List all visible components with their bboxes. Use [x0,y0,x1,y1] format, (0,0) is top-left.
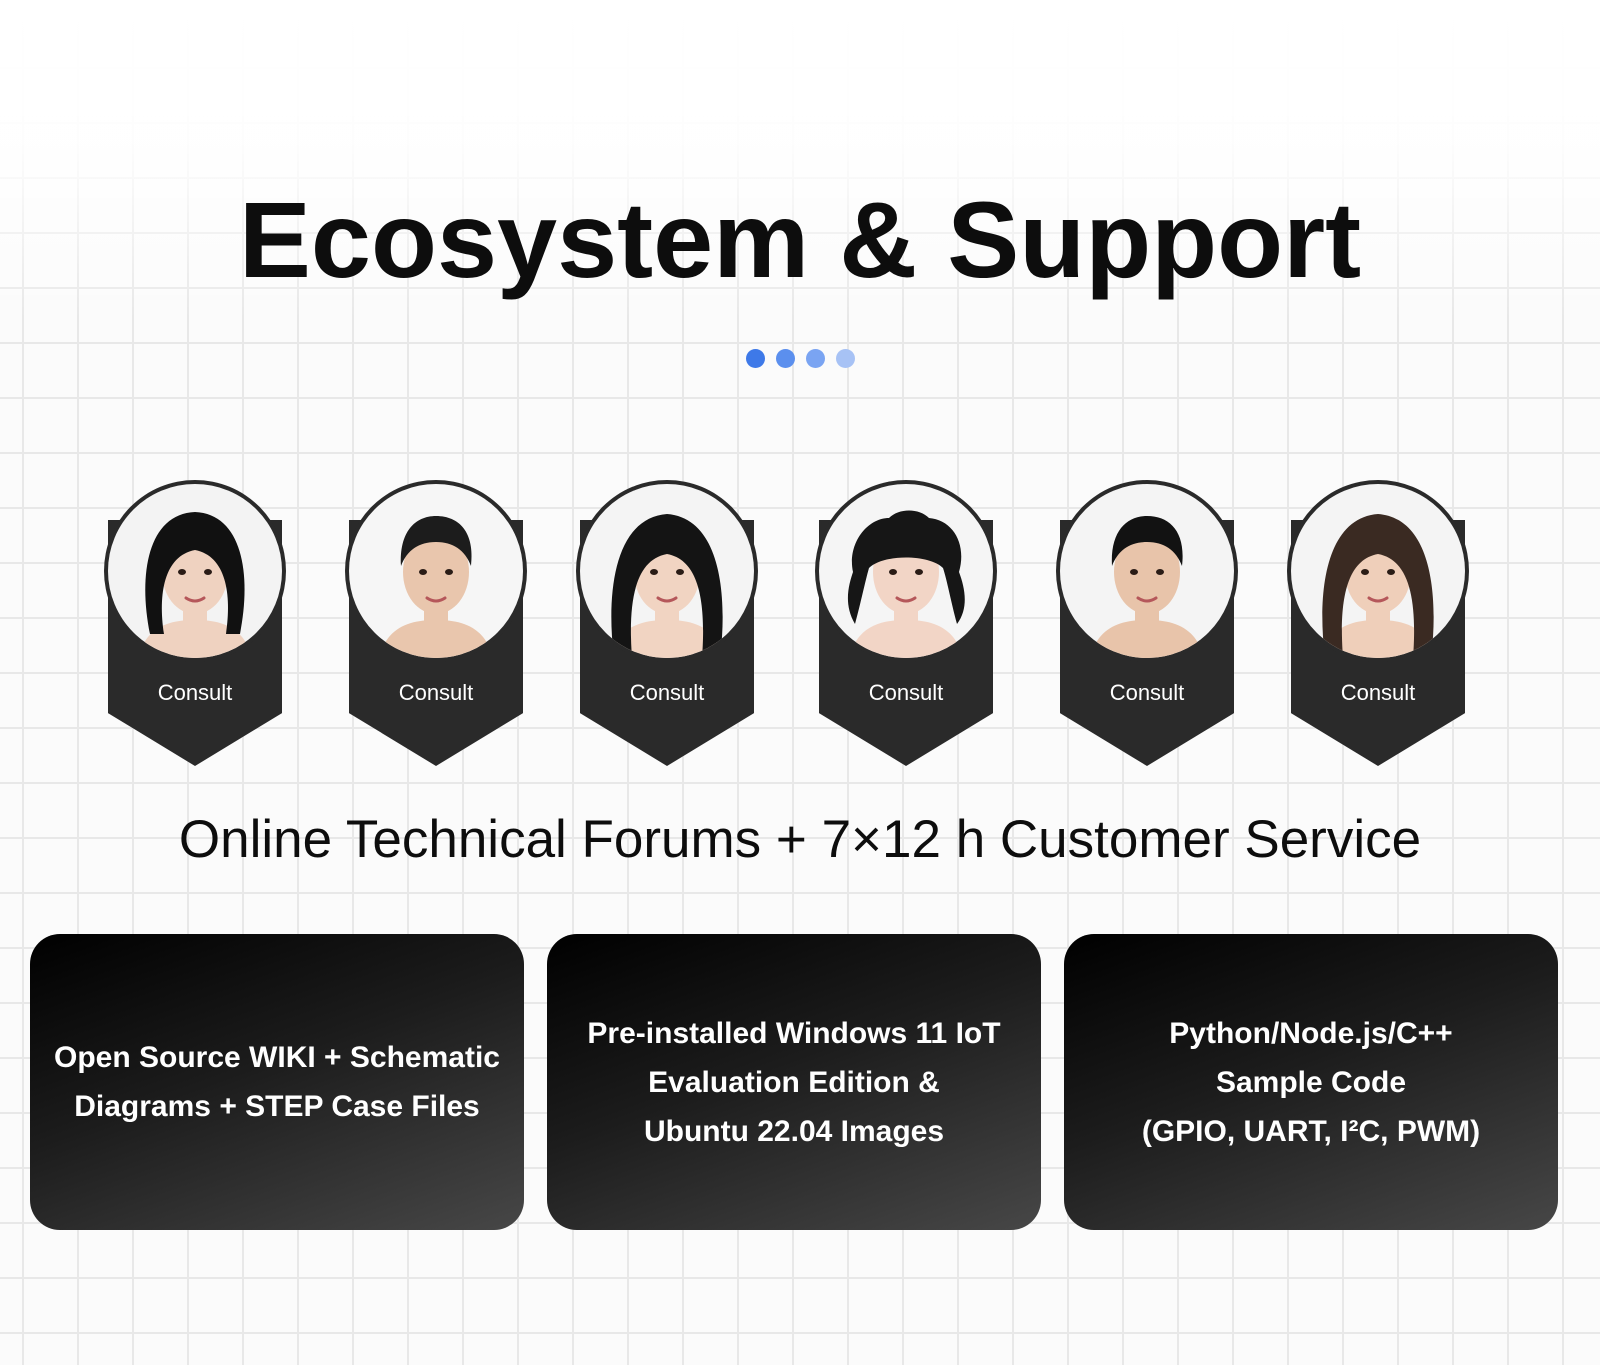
avatar [345,480,527,662]
avatar [576,480,758,662]
feature-card-text: Open Source WIKI + Schematic Diagrams + … [54,1041,500,1123]
pagination-dot[interactable] [745,349,765,368]
consult-button-label[interactable]: Consult [1109,680,1185,705]
avatar [1056,480,1238,662]
avatar [104,480,286,662]
portrait-illustration [1060,484,1234,658]
portrait-illustration [819,484,993,658]
consultant-row: Consult Consult Consult Consult Consult … [0,480,1600,780]
pagination-dots [0,349,1600,368]
portrait-illustration [580,484,754,658]
pagination-dot[interactable] [835,349,855,368]
portrait-illustration [349,484,523,658]
pagination-dot[interactable] [775,349,795,368]
feature-card-wiki: Open Source WIKI + Schematic Diagrams + … [30,934,524,1230]
consult-button-label[interactable]: Consult [629,680,705,705]
avatar [1287,480,1469,662]
consultant-card[interactable]: Consult [345,480,527,770]
consult-button-label[interactable]: Consult [398,680,474,705]
feature-card-sample-code: Python/Node.js/C++ Sample Code (GPIO, UA… [1064,934,1558,1230]
consultant-card[interactable]: Consult [1056,480,1238,770]
services-headline: Online Technical Forums + 7×12 h Custome… [178,810,1422,869]
consultant-card[interactable]: Consult [1287,480,1469,770]
consult-button-label[interactable]: Consult [157,680,233,705]
pagination-dot[interactable] [805,349,825,368]
portrait-illustration [1291,484,1465,658]
feature-card-os-images: Pre-installed Windows 11 IoT Evaluation … [547,934,1041,1230]
avatar [815,480,997,662]
consultant-card[interactable]: Consult [104,480,286,770]
page-title: Ecosystem & Support [238,179,1362,300]
feature-card-text: Python/Node.js/C++ Sample Code (GPIO, UA… [1141,1016,1481,1148]
consultant-card[interactable]: Consult [576,480,758,770]
consultant-card[interactable]: Consult [815,480,997,770]
feature-card-text: Pre-installed Windows 11 IoT Evaluation … [587,1016,1001,1148]
consult-button-label[interactable]: Consult [1340,680,1416,705]
portrait-illustration [108,484,282,658]
consult-button-label[interactable]: Consult [868,680,944,705]
